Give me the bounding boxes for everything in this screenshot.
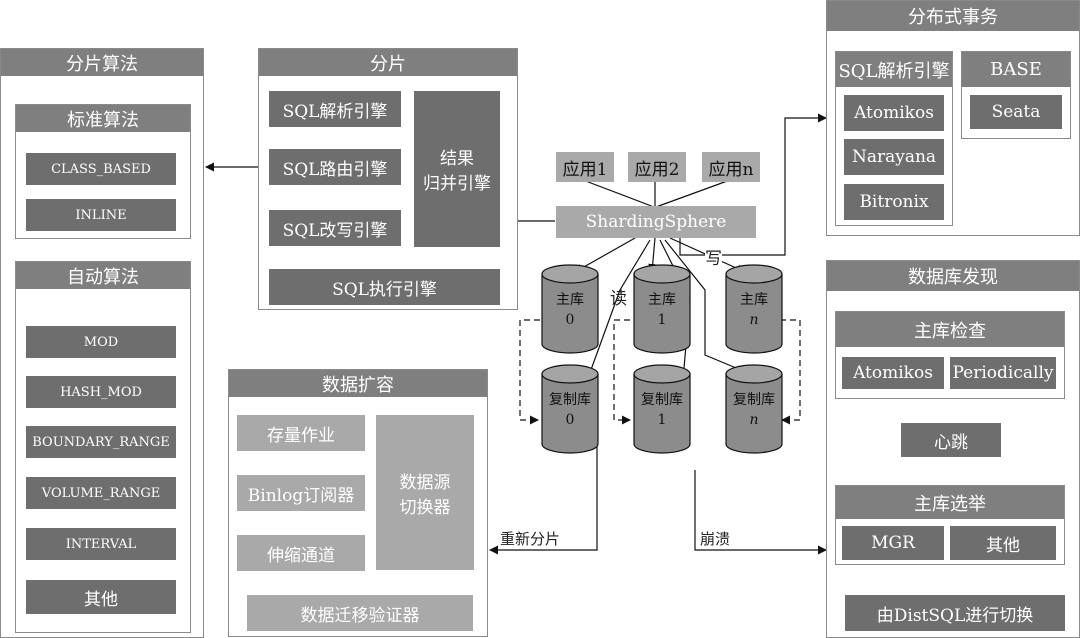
elect-mgr: MGR (842, 526, 944, 560)
app-2: 应用2 (628, 152, 686, 182)
algo-volume-range: VOLUME_RANGE (26, 477, 176, 509)
base-box: BASE Seata (961, 51, 1071, 139)
primary-elect-box: 主库选举 MGR 其他 (835, 485, 1065, 565)
primary-db-0: 主库 0 (541, 264, 599, 354)
migration-verifier: 数据迁移验证器 (247, 595, 473, 631)
sql-route-engine: SQL路由引擎 (269, 149, 401, 185)
scaling-title: 数据扩容 (229, 370, 487, 397)
replica-db-0-index: 0 (566, 412, 575, 428)
switcher-line2: 切换器 (399, 497, 451, 518)
standard-algorithm-box: 标准算法 CLASS_BASED INLINE (15, 104, 191, 239)
core-to-disttx-arrow (679, 113, 827, 256)
reshard-label: 重新分片 (500, 530, 561, 548)
replicate0-link (519, 319, 540, 425)
primary-db-0-label: 主库 (556, 292, 584, 308)
write-label: 写 (705, 244, 722, 269)
reshard-arrow (489, 438, 598, 555)
primary-db-1: 主库 1 (633, 264, 691, 354)
db-discovery-title: 数据库发现 (827, 261, 1079, 291)
result-merge-line2: 归并引擎 (423, 174, 491, 194)
replica-db-1-index: 1 (658, 412, 667, 428)
replica-db-0-label: 复制库 (549, 391, 591, 408)
distributed-tx-panel: 分布式事务 SQL解析引擎 Atomikos Narayana Bitronix… (826, 0, 1080, 236)
tx-bitronix: Bitronix (844, 184, 944, 220)
sql-parse-engine: SQL解析引擎 (269, 91, 401, 127)
shardingsphere-core: ShardingSphere (556, 206, 756, 238)
primary-check-title: 主库检查 (836, 312, 1064, 347)
replicate1-link (613, 319, 631, 425)
algo-boundary-range: BOUNDARY_RANGE (26, 426, 176, 458)
sql-execute-engine: SQL执行引擎 (269, 269, 500, 305)
replica-db-2-index: n (749, 412, 758, 428)
replica-db-0: 复制库 0 (541, 364, 599, 454)
db-discovery-panel: 数据库发现 主库检查 Atomikos Periodically 心跳 主库选举… (826, 260, 1080, 638)
algo-inline: INLINE (26, 199, 176, 231)
sharding-algorithm-panel: 分片算法 标准算法 CLASS_BASED INLINE 自动算法 MOD HA… (0, 48, 204, 638)
sql-rewrite-engine: SQL改写引擎 (269, 210, 401, 246)
primary-elect-title: 主库选举 (836, 486, 1064, 519)
crash-arrow (694, 470, 827, 555)
read-label: 读 (610, 289, 627, 309)
read-to-replican-arrow (664, 239, 761, 380)
auto-algorithm-title: 自动算法 (16, 262, 190, 289)
datasource-switcher: 数据源 切换器 (376, 415, 474, 570)
primary-db-2-label: 主库 (740, 292, 768, 308)
crash-label: 崩溃 (700, 530, 731, 548)
scaling-panel: 数据扩容 存量作业 Binlog订阅器 伸缩通道 数据源 切换器 数据迁移验证器 (228, 369, 488, 637)
xa-box: SQL解析引擎 Atomikos Narayana Bitronix (835, 51, 953, 226)
tx-atomikos: Atomikos (844, 95, 944, 131)
appn-link (655, 179, 731, 208)
algo-mod: MOD (26, 326, 176, 358)
sharding-title: 分片 (259, 49, 517, 76)
elect-other: 其他 (950, 526, 1056, 560)
heartbeat: 心跳 (901, 423, 1001, 457)
distsql-switch: 由DistSQL进行切换 (845, 595, 1065, 631)
replica-db-1-label: 复制库 (641, 391, 683, 408)
algo-hash-mod: HASH_MOD (26, 376, 176, 408)
algo-class-based: CLASS_BASED (26, 153, 176, 185)
check-atomikos: Atomikos (842, 357, 944, 389)
base-title: BASE (962, 52, 1070, 87)
distributed-tx-title: 分布式事务 (827, 1, 1079, 31)
result-merge-line1: 结果 (440, 149, 474, 169)
algo-other: 其他 (26, 580, 176, 614)
stock-job: 存量作业 (237, 415, 365, 451)
replica-db-2-label: 复制库 (733, 391, 775, 408)
sharding-algorithm-title: 分片算法 (1, 49, 203, 76)
algo-interval: INTERVAL (26, 528, 176, 560)
replica-db-1: 复制库 1 (633, 364, 691, 454)
sharding-panel: 分片 SQL解析引擎 SQL路由引擎 SQL改写引擎 结果 归并引擎 SQL执行… (258, 48, 518, 310)
primary-db-0-index: 0 (566, 312, 575, 328)
app-n: 应用n (702, 152, 760, 182)
binlog-subscriber: Binlog订阅器 (237, 475, 365, 511)
auto-algorithm-box: 自动算法 MOD HASH_MOD BOUNDARY_RANGE VOLUME_… (15, 261, 191, 633)
app1-link (582, 179, 655, 208)
primary-check-box: 主库检查 Atomikos Periodically (835, 311, 1065, 399)
read-to-replica0-arrow (586, 239, 651, 379)
primary-db-1-label: 主库 (648, 292, 676, 308)
tx-seata: Seata (970, 95, 1062, 129)
primary-db-2-index: n (749, 312, 758, 328)
check-periodically: Periodically (950, 357, 1056, 389)
app-1: 应用1 (556, 152, 614, 182)
replicaten-link (780, 319, 801, 425)
switcher-line1: 数据源 (399, 472, 451, 493)
replica-db-2: 复制库 n (725, 364, 783, 454)
result-merge-engine: 结果 归并引擎 (414, 91, 500, 247)
xa-title: SQL解析引擎 (836, 52, 952, 87)
scaling-channel: 伸缩通道 (237, 535, 365, 571)
primary-db-1-index: 1 (658, 312, 667, 328)
tx-narayana: Narayana (844, 139, 944, 175)
primary-db-2: 主库 n (725, 264, 783, 354)
standard-algorithm-title: 标准算法 (16, 105, 190, 132)
